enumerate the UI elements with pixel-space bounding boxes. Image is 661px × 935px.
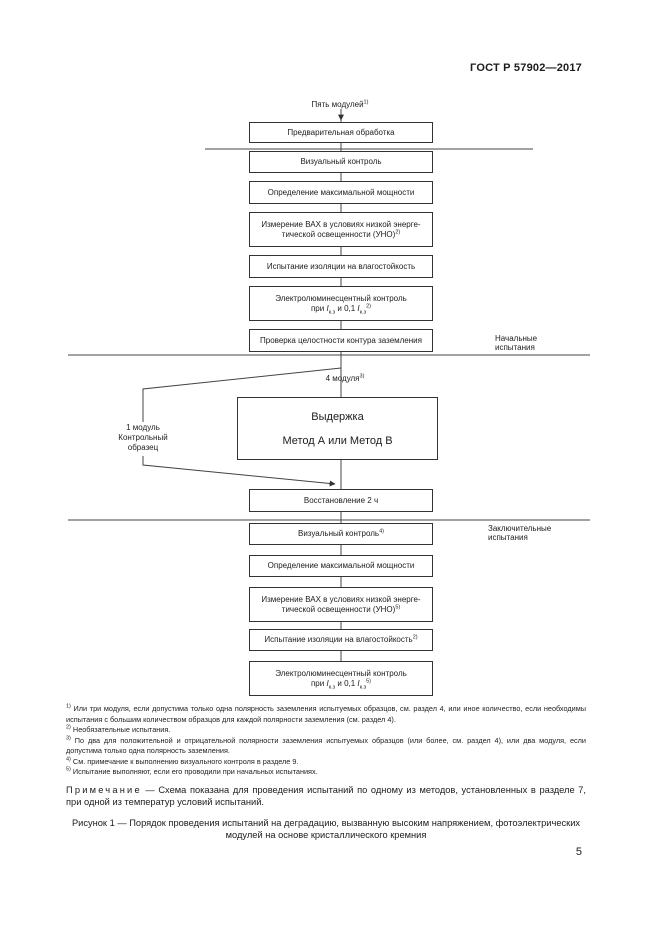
note-label: Примечание bbox=[66, 785, 142, 795]
main-branch-label: 4 модуля3) bbox=[325, 373, 365, 383]
footnotes: 1) Или три модуля, если допустима только… bbox=[66, 704, 586, 778]
box-wet-insulation-final: Испытание изоляции на влагостойкость2) bbox=[249, 629, 433, 651]
control-sample-label: 1 модуль Контрольный образец bbox=[118, 423, 168, 452]
box-max-power-initial: Определение максимальной мощности bbox=[249, 181, 433, 204]
box-max-power-final: Определение максимальной мощности bbox=[249, 555, 433, 577]
box-wet-insulation-initial: Испытание изоляции на влагостойкость bbox=[249, 255, 433, 278]
footnote-1: 1) Или три модуля, если допустима только… bbox=[66, 703, 586, 724]
box-electroluminescence-final: Электролюминесцентный контроль при Iк.з … bbox=[249, 661, 433, 696]
initial-stage-label: Начальные испытания bbox=[495, 334, 538, 352]
box-iv-low-light-final: Измерение ВАХ в условиях низкой энерге- … bbox=[249, 587, 433, 622]
figure-caption: Рисунок 1 — Порядок проведения испытаний… bbox=[71, 818, 581, 840]
control-branch-return bbox=[142, 456, 336, 487]
box-iv-low-light-initial: Измерение ВАХ в условиях низкой энерге- … bbox=[249, 212, 433, 247]
input-label: Пять модулей1) bbox=[311, 99, 369, 109]
footnote-4: 4) См. примечание к выполнению визуально… bbox=[66, 756, 299, 766]
box-electroluminescence-initial: Электролюминесцентный контроль при Iк.з … bbox=[249, 286, 433, 321]
standard-code: ГОСТ Р 57902—2017 bbox=[470, 62, 582, 74]
footnote-3: 3) По два для положительной и отрицатель… bbox=[66, 735, 586, 755]
footnote-5: 5) Испытание выполняют, если его проводи… bbox=[66, 766, 318, 776]
final-stage-label: Заключительные испытания bbox=[488, 524, 552, 542]
box-visual-initial: Визуальный контроль bbox=[249, 151, 433, 173]
figure-note: Примечание — Схема показана для проведен… bbox=[66, 784, 586, 808]
footnote-2: 2) Необязательные испытания. bbox=[66, 724, 171, 734]
note-text: — Схема показана для проведения испытани… bbox=[66, 785, 586, 807]
page-number: 5 bbox=[575, 846, 582, 858]
box-ground-continuity: Проверка целостности контура заземления bbox=[249, 329, 433, 352]
box-visual-final: Визуальный контроль4) bbox=[249, 523, 433, 545]
box-recovery: Восстановление 2 ч bbox=[249, 489, 433, 512]
box-pretreatment: Предварительная обработка bbox=[249, 122, 433, 143]
control-branch-line bbox=[142, 367, 342, 422]
box-exposure: Выдержка Метод А или Метод В bbox=[237, 397, 438, 460]
